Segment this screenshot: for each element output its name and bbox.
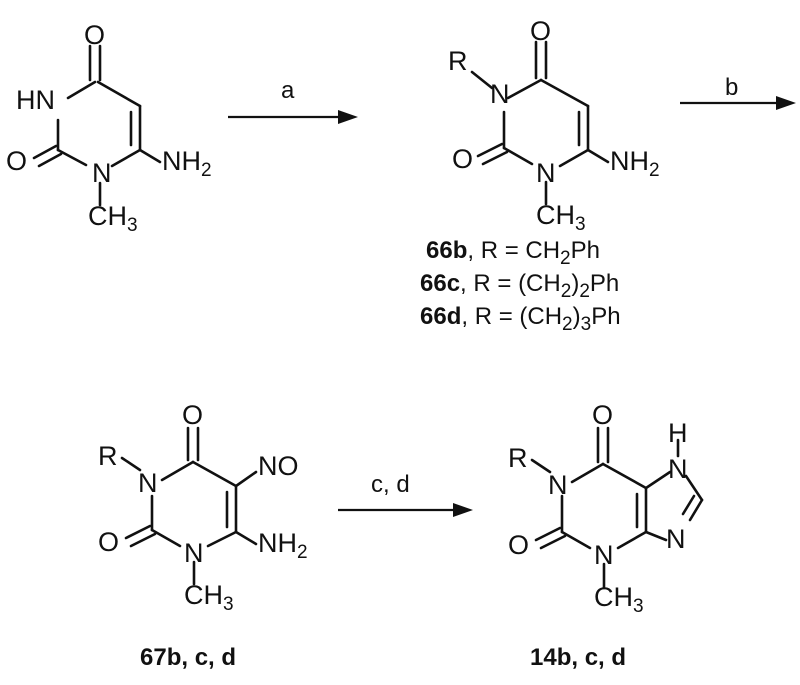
atom-R: R [98, 441, 118, 471]
atom-R: R [448, 46, 468, 76]
atom-O: O [508, 530, 529, 560]
arrow-head [453, 503, 473, 517]
atom-N: N [536, 158, 556, 188]
bond [32, 144, 58, 160]
arrow-head [776, 96, 796, 110]
atom-CH3: CH3 [184, 580, 234, 615]
atom-O: O [98, 527, 119, 557]
bond [539, 78, 590, 108]
bond [570, 462, 605, 484]
compound-14: O R N N O H N N CH3 [508, 400, 704, 617]
caption-66d: 66d, R = (CH2)3Ph [420, 303, 621, 335]
bond [688, 498, 704, 522]
atom-R: R [508, 443, 528, 473]
bond [96, 80, 142, 108]
atom-N: N [138, 468, 158, 498]
caption-67: 67b, c, d [140, 644, 236, 671]
bond [129, 532, 157, 548]
atom-NH2: NH2 [258, 528, 308, 563]
bond [644, 530, 668, 542]
bond [150, 528, 182, 548]
atom-O: O [84, 20, 105, 50]
bond [37, 152, 63, 168]
bond [539, 534, 567, 550]
bond [616, 530, 648, 550]
bond [470, 70, 494, 90]
bond [481, 150, 509, 166]
atom-O: O [530, 16, 551, 46]
atom-O: O [6, 146, 27, 176]
bond [586, 148, 610, 164]
arrow-cd: c, d [338, 471, 473, 517]
atom-NO: NO [258, 451, 299, 481]
reagent-label-cd: c, d [371, 471, 410, 498]
atom-CH3: CH3 [88, 201, 138, 236]
bond [681, 494, 696, 516]
compound-67: O R N NO N O NH2 CH3 [98, 400, 308, 615]
arrow-b: b [680, 74, 796, 110]
atom-CH3: CH3 [594, 582, 644, 617]
atom-N: N [668, 454, 688, 484]
atom-H: H [668, 418, 688, 448]
atom-N: N [490, 79, 510, 109]
bond [560, 530, 592, 550]
atom-CH3: CH3 [536, 200, 586, 235]
atom-N: N [184, 538, 204, 568]
atom-O: O [182, 400, 203, 430]
bond [534, 526, 562, 542]
bond [56, 148, 88, 167]
bond [234, 470, 258, 488]
bond [530, 458, 552, 474]
bond [66, 80, 97, 100]
caption-14: 14b, c, d [530, 644, 626, 671]
atom-O: O [452, 144, 473, 174]
bond [601, 462, 648, 490]
bond [476, 142, 504, 158]
arrow-a: a [228, 77, 358, 124]
atom-NH2: NH2 [162, 146, 212, 181]
bond [160, 460, 195, 482]
atom-N: N [92, 158, 112, 188]
caption-66b: 66b, R = CH2Ph [426, 237, 600, 269]
atom-HN: HN [16, 85, 55, 115]
bond [234, 530, 258, 546]
reagent-label-a: a [281, 77, 295, 104]
compound-66: O R N N O NH2 CH3 [448, 16, 660, 235]
bond [138, 148, 162, 164]
atom-O: O [592, 400, 613, 430]
caption-66: 66b, R = CH2Ph 66c, R = (CH2)2Ph 66d, R … [420, 237, 621, 335]
bond [502, 146, 534, 166]
bond [644, 470, 672, 490]
bond [684, 474, 704, 502]
arrow-head [338, 110, 358, 124]
atom-NH2: NH2 [610, 146, 660, 181]
bond [506, 78, 543, 100]
bond [191, 460, 238, 488]
bond [206, 530, 238, 548]
starting-material: O HN N O NH2 CH3 [6, 20, 212, 236]
caption-66c: 66c, R = (CH2)2Ph [420, 270, 619, 302]
atom-N: N [594, 540, 614, 570]
reagent-label-b: b [725, 74, 738, 101]
bond [110, 148, 142, 168]
atom-N: N [666, 524, 686, 554]
bond [558, 148, 590, 168]
atom-N: N [548, 470, 568, 500]
bond [120, 456, 142, 472]
bond [124, 524, 152, 540]
